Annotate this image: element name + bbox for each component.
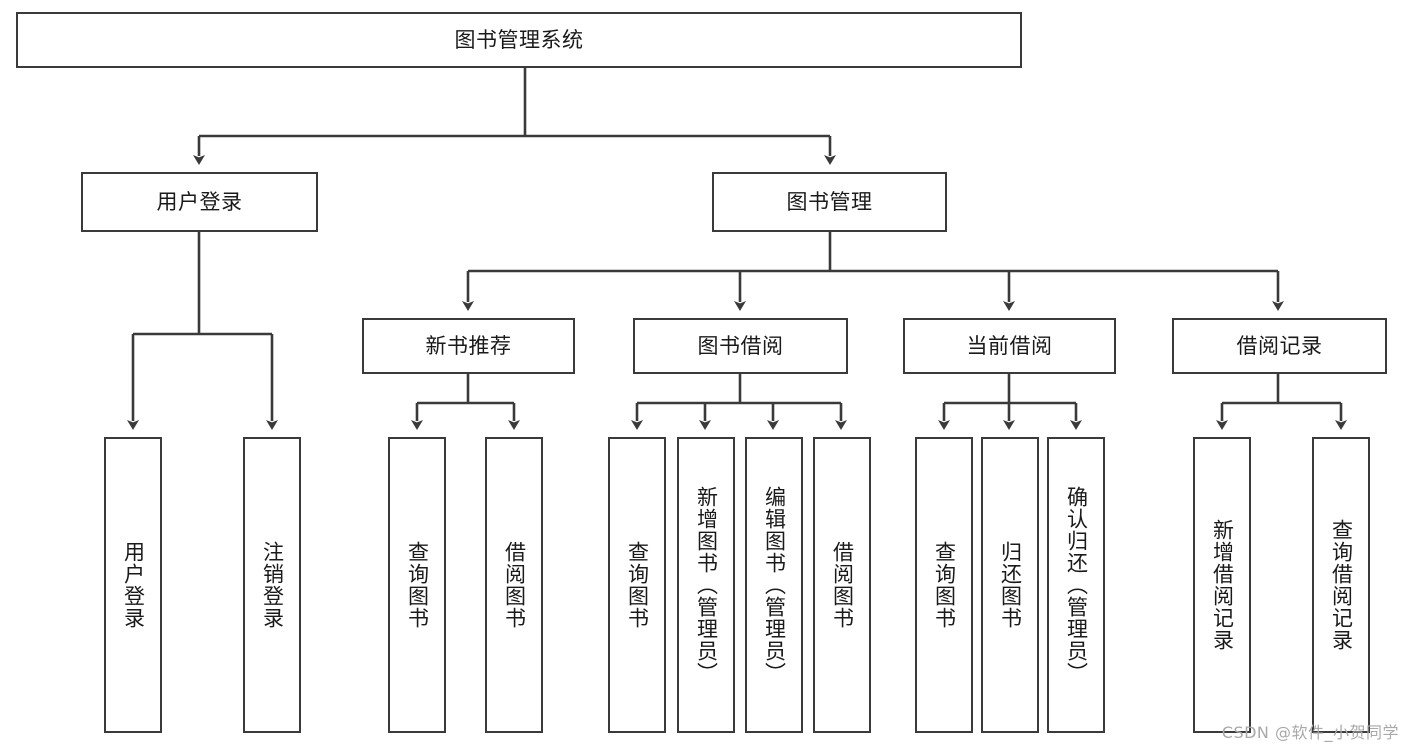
node-user-login-label: 用户登录 (156, 189, 243, 214)
node-new-book-recommend[interactable]: 新书推荐 (362, 318, 575, 374)
leaf-book-borrow-edit-label: 编辑图书（管理员） (762, 486, 787, 684)
leaf-user-login-login-label: 用户登录 (121, 541, 146, 629)
leaf-new-book-borrow[interactable]: 借阅图书 (485, 437, 543, 733)
node-book-management-label: 图书管理 (786, 189, 873, 214)
leaf-current-borrow-return-label: 归还图书 (998, 541, 1023, 629)
leaf-user-login-logout[interactable]: 注销登录 (243, 437, 301, 733)
node-book-borrow-label: 图书借阅 (697, 333, 784, 358)
leaf-user-login-logout-label: 注销登录 (260, 541, 285, 629)
node-borrow-record-label: 借阅记录 (1236, 333, 1323, 358)
leaf-current-borrow-confirm[interactable]: 确认归还（管理员） (1047, 437, 1105, 733)
leaf-new-book-query[interactable]: 查询图书 (388, 437, 446, 733)
leaf-book-borrow-query-label: 查询图书 (625, 541, 650, 629)
node-root[interactable]: 图书管理系统 (16, 12, 1022, 68)
leaf-current-borrow-return[interactable]: 归还图书 (981, 437, 1039, 733)
leaf-new-book-borrow-label: 借阅图书 (502, 541, 527, 629)
leaf-book-borrow-query[interactable]: 查询图书 (608, 437, 666, 733)
leaf-current-borrow-query[interactable]: 查询图书 (915, 437, 973, 733)
node-book-borrow[interactable]: 图书借阅 (633, 318, 848, 374)
leaf-current-borrow-confirm-label: 确认归还（管理员） (1064, 486, 1089, 684)
leaf-new-book-query-label: 查询图书 (405, 541, 430, 629)
leaf-user-login-login[interactable]: 用户登录 (104, 437, 162, 733)
leaf-book-borrow-borrow-label: 借阅图书 (830, 541, 855, 629)
leaf-book-borrow-add[interactable]: 新增图书（管理员） (677, 437, 735, 733)
node-new-book-recommend-label: 新书推荐 (425, 333, 512, 358)
leaf-book-borrow-add-label: 新增图书（管理员） (694, 486, 719, 684)
leaf-book-borrow-borrow[interactable]: 借阅图书 (813, 437, 871, 733)
node-current-borrow[interactable]: 当前借阅 (903, 318, 1116, 374)
node-root-label: 图书管理系统 (454, 27, 584, 52)
leaf-borrow-record-query-label: 查询借阅记录 (1329, 519, 1354, 651)
leaf-borrow-record-add-label: 新增借阅记录 (1210, 519, 1235, 651)
leaf-current-borrow-query-label: 查询图书 (932, 541, 957, 629)
leaf-borrow-record-query[interactable]: 查询借阅记录 (1312, 437, 1370, 733)
leaf-book-borrow-edit[interactable]: 编辑图书（管理员） (745, 437, 803, 733)
leaf-borrow-record-add[interactable]: 新增借阅记录 (1193, 437, 1251, 733)
node-user-login[interactable]: 用户登录 (81, 172, 318, 232)
node-book-management[interactable]: 图书管理 (712, 172, 947, 232)
node-borrow-record[interactable]: 借阅记录 (1172, 318, 1387, 374)
node-current-borrow-label: 当前借阅 (966, 333, 1053, 358)
